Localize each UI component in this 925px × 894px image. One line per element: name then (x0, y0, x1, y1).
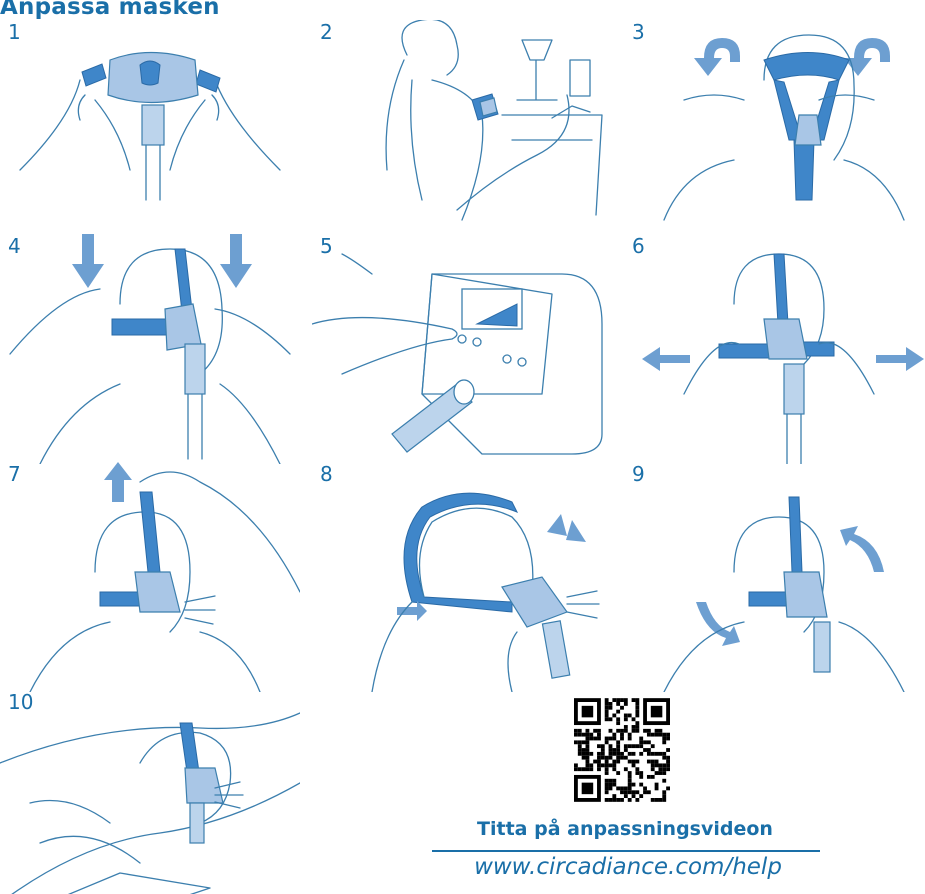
divider (432, 850, 820, 852)
woman-at-bedside-illustration (312, 20, 612, 250)
page-title: Anpassa masken (0, 0, 220, 20)
side-view-fit-illustration (312, 462, 612, 692)
step-10: 10 (0, 690, 310, 894)
step-8: 8 (312, 462, 612, 692)
step-7: 7 (0, 462, 300, 692)
step-1: 1 (0, 20, 300, 250)
help-url-link[interactable]: www.circadiance.com/help (432, 854, 824, 880)
rotate-mask-illustration (624, 462, 924, 692)
sleeping-with-mask-illustration (0, 690, 300, 894)
press-start-button-illustration (312, 234, 612, 464)
step-3: 3 (624, 20, 924, 250)
qr-code-icon[interactable] (574, 698, 670, 802)
adjust-side-straps-illustration (624, 234, 924, 464)
step-2: 2 (312, 20, 612, 250)
video-link-title[interactable]: Titta på anpassningsvideon (435, 818, 815, 840)
adjust-top-strap-illustration (0, 462, 300, 692)
headgear-over-head-illustration (624, 20, 924, 250)
step-9: 9 (624, 462, 924, 692)
pull-headgear-down-illustration (0, 234, 300, 464)
step-4: 4 (0, 234, 300, 464)
step-6: 6 (624, 234, 924, 464)
mask-held-in-hands-illustration (0, 20, 300, 250)
step-5: 5 (312, 234, 612, 464)
qr-code-graphic (574, 698, 670, 802)
